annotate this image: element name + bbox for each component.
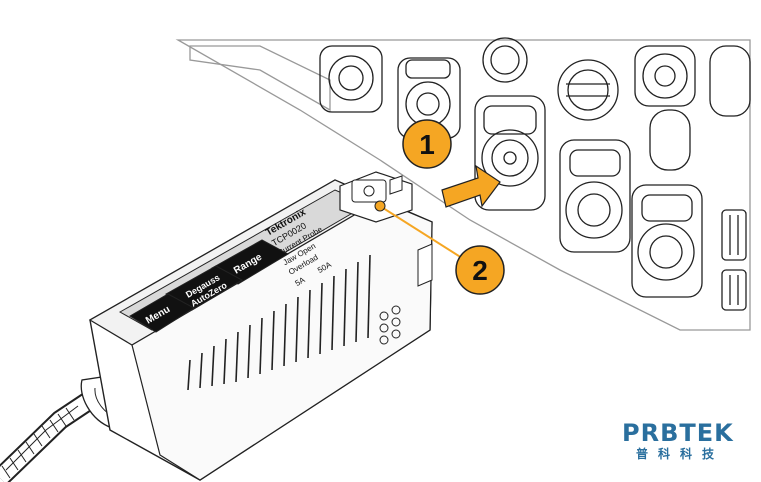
- callout-2-number: 2: [472, 255, 488, 286]
- connector-top-left: [319, 45, 383, 113]
- callout-1-number: 1: [419, 129, 435, 160]
- knob-top-3: [482, 37, 528, 83]
- knob-top-4: [557, 59, 619, 121]
- channel-input-4: [631, 184, 703, 298]
- channel-input-target: [474, 95, 546, 211]
- callout-2-leader: [374, 200, 463, 259]
- probe-ribs: [187, 254, 371, 391]
- probe-menu-button[interactable]: Menu: [129, 293, 195, 333]
- callout-2: 2: [455, 245, 505, 295]
- side-slots: [721, 209, 747, 311]
- knob-side: [649, 45, 751, 171]
- prbtek-logo: PRBTEK 普科科技: [622, 419, 734, 462]
- status-led-icon: [363, 185, 375, 197]
- knob-top-5: [634, 45, 696, 107]
- probe-vent-dots: [379, 305, 401, 345]
- insert-arrow: [441, 164, 501, 208]
- channel-input-3: [559, 139, 631, 253]
- oscilloscope-panel: [175, 37, 751, 331]
- callout-1: 1: [402, 119, 452, 169]
- logo-subtitle: 普科科技: [635, 447, 724, 461]
- probe-cable: [0, 391, 96, 482]
- current-probe: Tektronix TCP0020 Current Probe Jaw Open…: [0, 171, 433, 482]
- logo-wordmark: PRBTEK: [622, 419, 734, 447]
